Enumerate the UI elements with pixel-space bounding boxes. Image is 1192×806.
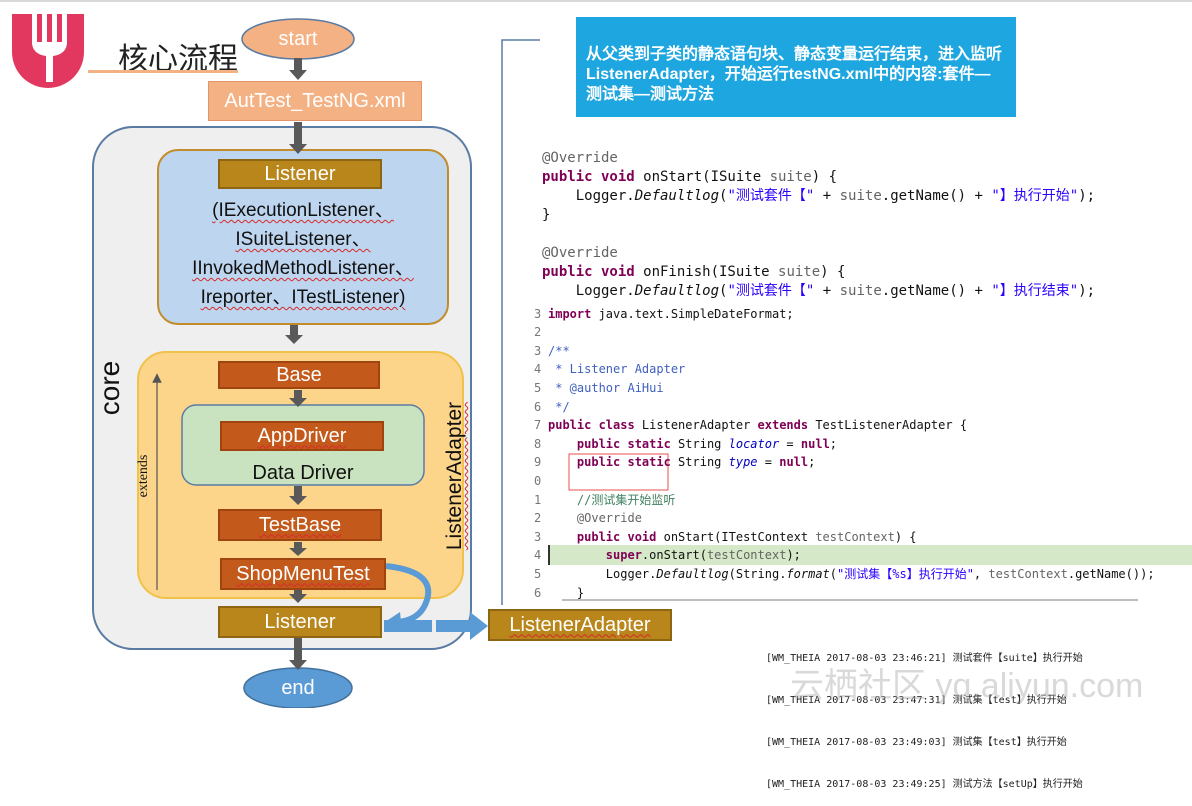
code-line: 4 * Listener Adapter [534, 362, 686, 377]
base-node: Base [218, 361, 380, 389]
extends-label: extends [136, 454, 151, 498]
code-line: 6 } [534, 585, 585, 600]
code-line: 2 @Override [534, 511, 642, 526]
title-underline [88, 70, 238, 73]
listener-container [157, 149, 449, 325]
code-line: @Override [542, 245, 618, 261]
console-line: [WM_THEIA 2017-08-03 23:46:21] 测试套件【suit… [766, 653, 1083, 664]
listener-top-label: Listener [264, 162, 336, 185]
code-line: 3 public void onStart(ITestContext testC… [534, 529, 917, 544]
code-line: 0 [534, 473, 542, 488]
testbase-label: TestBase [258, 513, 342, 536]
console-line: [WM_THEIA 2017-08-03 23:47:31] 测试集【test】… [766, 695, 1067, 706]
fork-logo-icon [12, 14, 84, 88]
code-line: } [542, 207, 551, 223]
console-line: [WM_THEIA 2017-08-03 23:49:25] 测试方法【setU… [766, 779, 1083, 790]
code-line: 1 //测试集开始监听 [534, 492, 676, 507]
callout-text: 从父类到子类的静态语句块、静态变量运行结束，进入监听ListenerAdapte… [586, 46, 1003, 103]
listener-top-node: Listener [218, 159, 382, 189]
console-output: [WM_THEIA 2017-08-03 23:46:21] 测试套件【suit… [766, 624, 1083, 806]
code-line: 3/** [534, 343, 570, 358]
data-driver-label: Data Driver [252, 462, 354, 484]
shopmenutest-label: ShopMenuTest [236, 562, 370, 585]
testng-xml-label: AutTest_TestNG.xml [224, 89, 406, 112]
code-line: 9 public static String type = null; [534, 455, 816, 470]
listener-adapter-vertical-text: ListenerAdapter [443, 401, 466, 551]
code-line: 8 public static String locator = null; [534, 436, 838, 451]
top-border [0, 0, 1192, 2]
app-driver-node: AppDriver [220, 421, 384, 451]
code-line: @Override [542, 150, 618, 166]
shopmenutest-node: ShopMenuTest [220, 558, 386, 590]
testbase-node: TestBase [218, 509, 382, 541]
listener-adapter-vertical-label: ListenerAdapter [443, 386, 467, 566]
end-label: end [281, 677, 315, 699]
start-label: start [278, 28, 318, 50]
code-line: 4 super.onStart(testContext); [534, 548, 801, 563]
code-snippet-suite: @Override public void onStart(ISuite suit… [542, 130, 1095, 320]
code-line: 5 * @author AiHui [534, 380, 664, 395]
core-label: core [94, 360, 125, 416]
listener-bottom-node: Listener [218, 606, 382, 638]
code-line: 5 Logger.Defaultlog(String.format("测试集【%… [534, 566, 1155, 581]
listener-interface-line: (IExecutionListener、 [212, 200, 394, 221]
listener-interface-line: Ireporter、ITestListener) [200, 287, 406, 308]
watermark: 云栖社区 yq.aliyun.com [790, 667, 1144, 705]
code-line: 2 [534, 325, 542, 340]
base-label: Base [276, 363, 322, 386]
callout-box: 从父类到子类的静态语句块、静态变量运行结束，进入监听ListenerAdapte… [576, 17, 1016, 117]
code-line: Logger.Defaultlog("测试套件【" + suite.getNam… [542, 188, 1096, 204]
code-line: public void onFinish(ISuite suite) { [542, 264, 846, 280]
listener-interfaces: (IExecutionListener、 ISuiteListener、 IIn… [162, 196, 444, 312]
testng-xml-node: AutTest_TestNG.xml [208, 81, 422, 121]
code-line: Logger.Defaultlog("测试套件【" + suite.getNam… [542, 283, 1096, 299]
listener-interface-line: ISuiteListener、 [235, 229, 371, 250]
listener-adapter-node: ListenerAdapter [488, 609, 672, 641]
listener-bottom-label: Listener [264, 610, 336, 633]
code-line: 6 */ [534, 399, 570, 414]
app-driver-label: AppDriver [257, 424, 347, 447]
code-line: public void onStart(ISuite suite) { [542, 169, 838, 185]
listener-adapter-label: ListenerAdapter [509, 613, 651, 636]
code-line [542, 225, 1095, 244]
listener-interface-line: IInvokedMethodListener、 [192, 258, 414, 279]
console-line: [WM_THEIA 2017-08-03 23:49:03] 测试集【test】… [766, 737, 1067, 748]
